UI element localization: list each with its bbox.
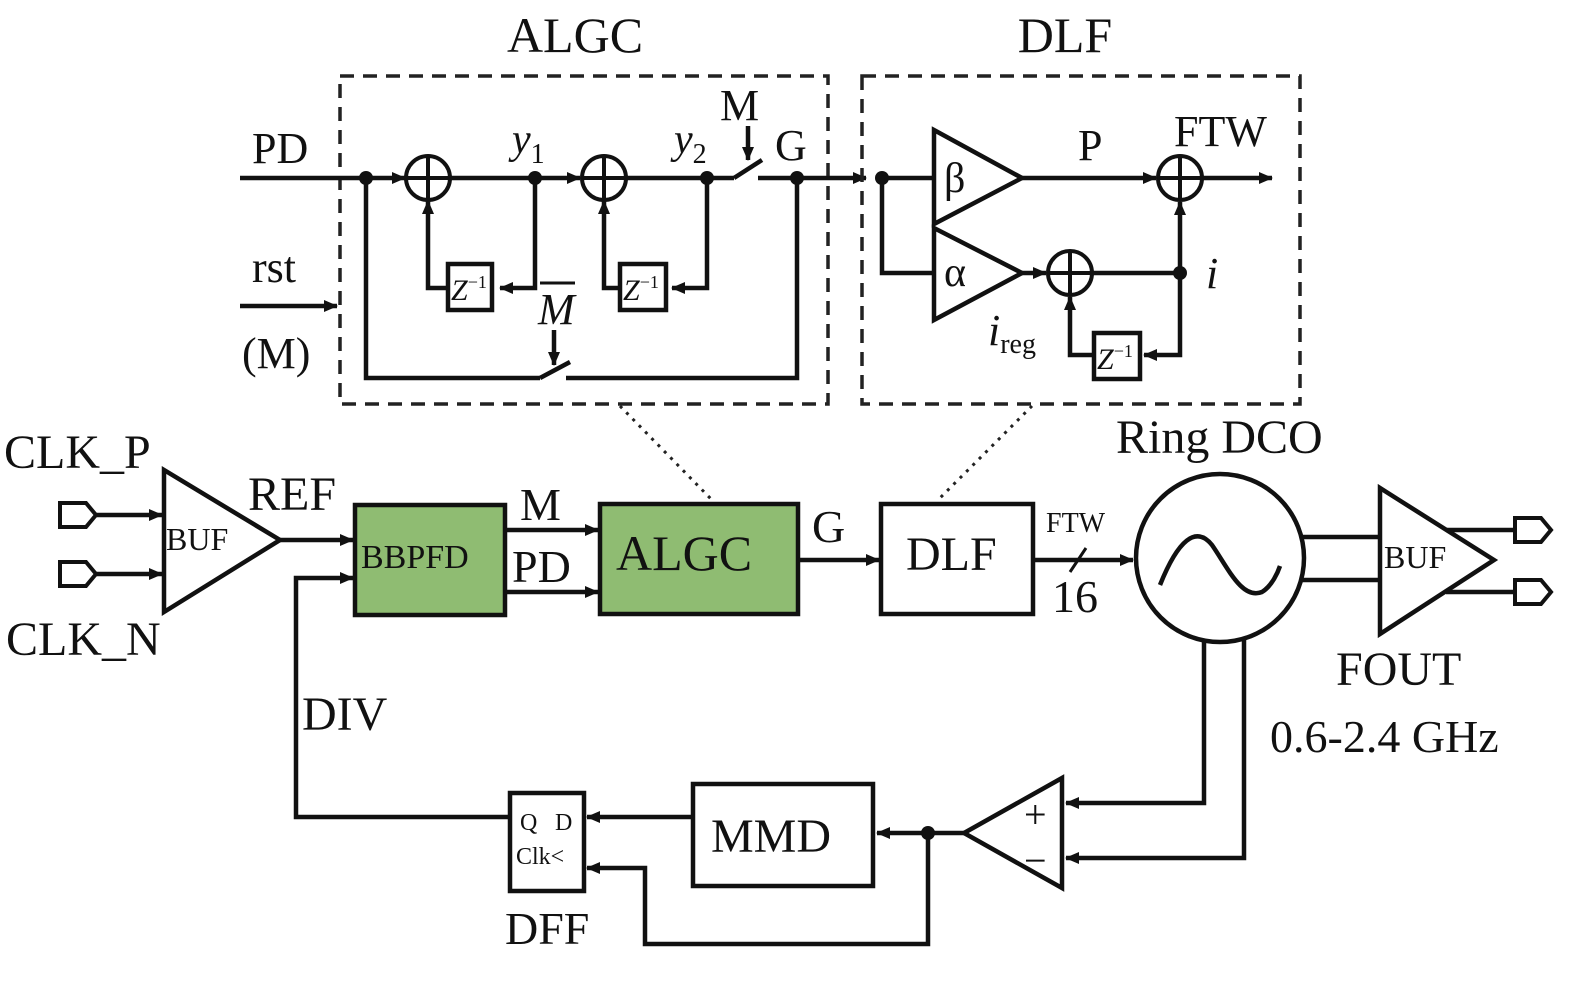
dco-to-comp-minus	[1065, 640, 1247, 864]
algc-g-label: G	[775, 121, 807, 170]
mmd-block	[690, 781, 876, 889]
delay2-feed-line	[671, 178, 710, 294]
ftw-bus-label: FTW	[1046, 508, 1106, 539]
alpha-gain-block	[931, 224, 1027, 324]
input-buffer	[161, 466, 285, 617]
dco-to-comp-plus	[1065, 640, 1207, 809]
dlf-output-adder	[1156, 154, 1204, 202]
g-signal-label: G	[812, 501, 845, 552]
comp-plus-label: +	[1024, 792, 1047, 837]
dff-label: DFF	[505, 903, 589, 954]
dff-d-label: D	[555, 810, 572, 836]
switch-m-label: M	[720, 81, 759, 130]
div-feedback-line	[293, 572, 510, 820]
clk-n-label: CLK_N	[6, 613, 161, 666]
delay-1-label: Z−1	[451, 272, 487, 307]
m-signal-label: M	[520, 479, 561, 530]
bypass-left-line	[363, 178, 540, 381]
ref-label: REF	[248, 468, 336, 521]
fout-label: FOUT	[1336, 643, 1461, 696]
fout-range-label: 0.6-2.4 GHz	[1270, 711, 1499, 762]
div-label: DIV	[302, 688, 388, 741]
output-buffer	[1377, 483, 1499, 639]
dff-block	[507, 790, 587, 894]
input-buffer-label: BUF	[166, 521, 228, 557]
algc-pd-label: PD	[252, 124, 308, 173]
dlf-zoom-line	[936, 404, 1034, 502]
delay2-return-line	[598, 200, 620, 291]
algc-block	[597, 501, 801, 617]
switch-mbar-label: M	[537, 285, 577, 334]
algc-detail-region	[338, 74, 830, 406]
dlf-detail-region	[860, 74, 1302, 406]
rst-label: rst	[252, 243, 296, 292]
dlf-block	[878, 501, 1036, 617]
bus-slash	[1068, 547, 1088, 573]
alpha-input-line	[879, 178, 934, 276]
ring-dco	[1133, 471, 1307, 645]
algc-zoom-line	[618, 404, 714, 502]
output-buffer-label: BUF	[1384, 539, 1446, 575]
comp-minus-label: −	[1024, 838, 1047, 883]
integrator-return-line	[1064, 296, 1094, 358]
bypass-right-line	[566, 178, 800, 381]
clk-to-dff	[586, 833, 931, 947]
delay1-feed-line	[499, 178, 538, 294]
beta-gain-block	[931, 126, 1027, 228]
pd-signal-label: PD	[512, 541, 571, 592]
dff-clk-label: Clk<	[516, 844, 564, 870]
delay1-return-line	[422, 200, 448, 291]
bbpfd-label: BBPFD	[361, 539, 469, 576]
ring-dco-label: Ring DCO	[1116, 411, 1323, 464]
i-line	[1092, 201, 1186, 276]
i-label: i	[1206, 249, 1218, 298]
mmd-label: MMD	[711, 810, 831, 863]
clk-p-pad	[58, 501, 99, 529]
bbpfd-block	[352, 502, 508, 618]
switch-m-blade	[732, 158, 764, 180]
integrator-feedback-line	[1143, 273, 1183, 361]
clk-n-pad	[58, 560, 99, 588]
bus-width-label: 16	[1052, 571, 1098, 622]
algc-adder-1	[404, 154, 452, 202]
dlf-ftw-label: FTW	[1174, 107, 1267, 156]
beta-label: β	[944, 156, 965, 202]
integrator-adder	[1046, 249, 1094, 297]
y2-label: y2	[670, 117, 707, 170]
algc-adder-2	[580, 154, 628, 202]
clk-p-label: CLK_P	[4, 426, 151, 479]
out-p-pad	[1513, 516, 1554, 544]
algc-block-label: ALGC	[616, 525, 752, 581]
dlf-detail-title: DLF	[1018, 7, 1112, 63]
ireg-label: ireg	[988, 306, 1036, 360]
dff-q-label: Q	[520, 810, 537, 836]
switch-mbar-blade	[538, 360, 572, 380]
p-label: P	[1078, 121, 1102, 170]
delay-2-label: Z−1	[623, 272, 659, 307]
delay-3-label: Z−1	[1097, 341, 1133, 376]
out-n-pad	[1513, 578, 1554, 606]
comparator	[959, 774, 1065, 892]
sine-icon	[1157, 534, 1283, 596]
alpha-label: α	[944, 250, 966, 296]
dlf-block-label: DLF	[906, 528, 997, 581]
y1-label: y1	[508, 117, 545, 170]
algc-detail-title: ALGC	[507, 7, 643, 63]
rst-m-label: (M)	[242, 329, 310, 378]
